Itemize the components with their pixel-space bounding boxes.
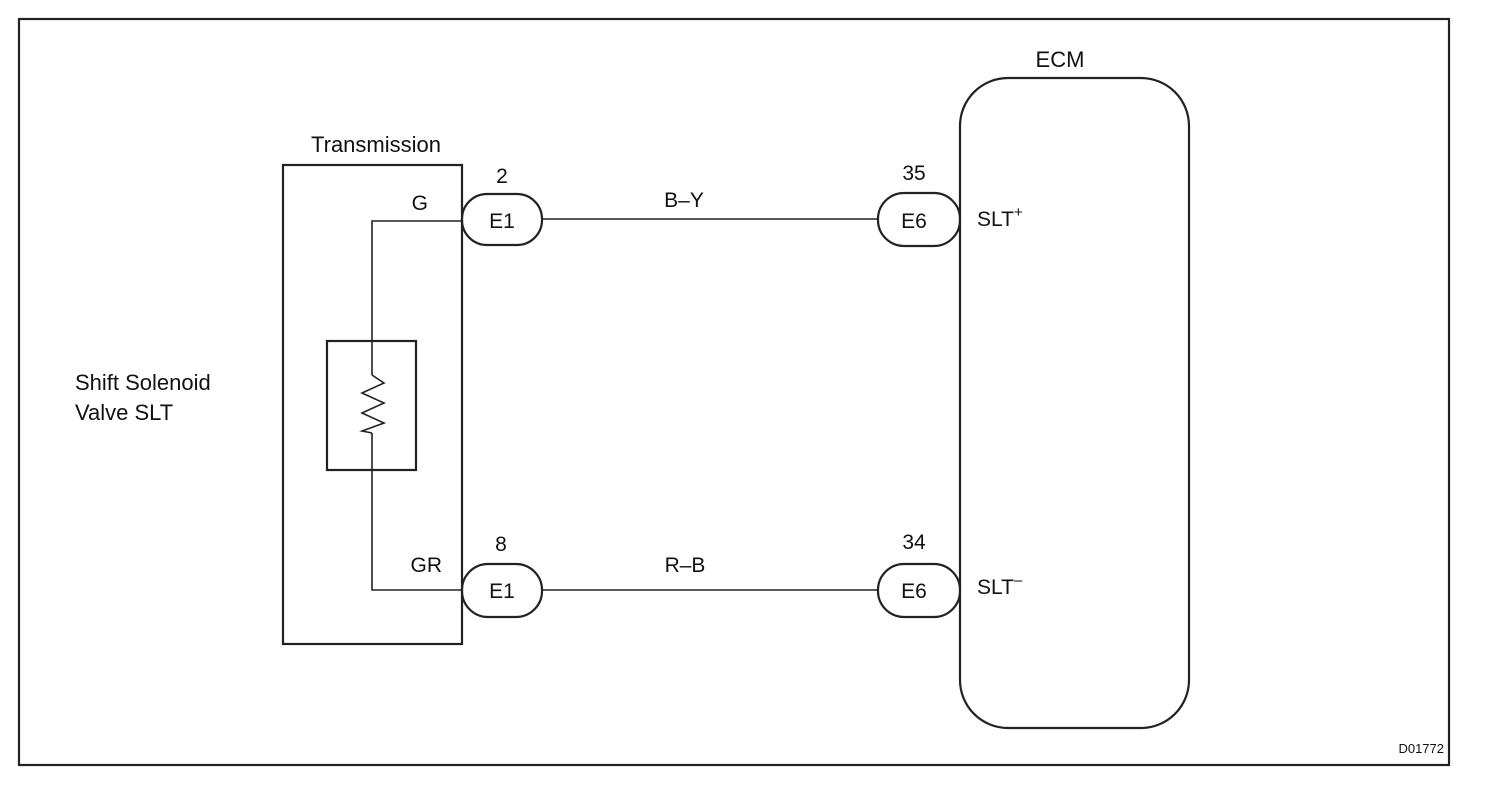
ecm-box [958, 76, 1191, 730]
figure-id-code: D01772 [1398, 741, 1444, 756]
transmission-box [281, 163, 464, 646]
component-label-line1: Shift Solenoid [75, 370, 211, 395]
internal-wire-bottom [371, 433, 462, 591]
transmission-title: Transmission [311, 132, 441, 157]
wire-label-gr: GR [411, 554, 443, 577]
connector-e6-top-label: E6 [901, 210, 927, 233]
diagram-frame [17, 17, 1451, 767]
ecm-terminal-slt-plus-sign: + [1014, 204, 1023, 221]
connector-e1-bottom-label: E1 [489, 580, 515, 603]
ecm-terminal-slt-minus-base: SLT [977, 576, 1014, 599]
connector-e6-bottom-label: E6 [901, 580, 927, 603]
ecm-terminal-slt-plus: SLT+ [977, 204, 1023, 231]
connector-e6-bottom [876, 562, 962, 619]
connector-e6-bottom-pin: 34 [902, 531, 926, 554]
ecm-terminal-slt-minus: SLT– [977, 572, 1023, 599]
connector-e6-top [876, 191, 962, 248]
internal-wire-top [371, 220, 462, 375]
wire-label-g: G [412, 192, 428, 215]
wire-label-r-b: R–B [665, 554, 706, 577]
resistor-icon [359, 374, 387, 434]
ecm-terminal-slt-minus-sign: – [1014, 572, 1023, 589]
component-label-line2: Valve SLT [75, 400, 173, 425]
ecm-title: ECM [1036, 47, 1085, 72]
connector-e6-top-pin: 35 [902, 162, 925, 185]
connector-e1-top [460, 192, 544, 247]
solenoid-box [325, 339, 418, 472]
connector-e1-bottom-pin: 8 [495, 533, 507, 556]
connector-e1-top-label: E1 [489, 210, 515, 233]
connector-e1-bottom [460, 562, 544, 619]
connector-e1-top-pin: 2 [496, 165, 508, 188]
wire-label-b-y: B–Y [664, 189, 704, 212]
ecm-terminal-slt-plus-base: SLT [977, 208, 1014, 231]
